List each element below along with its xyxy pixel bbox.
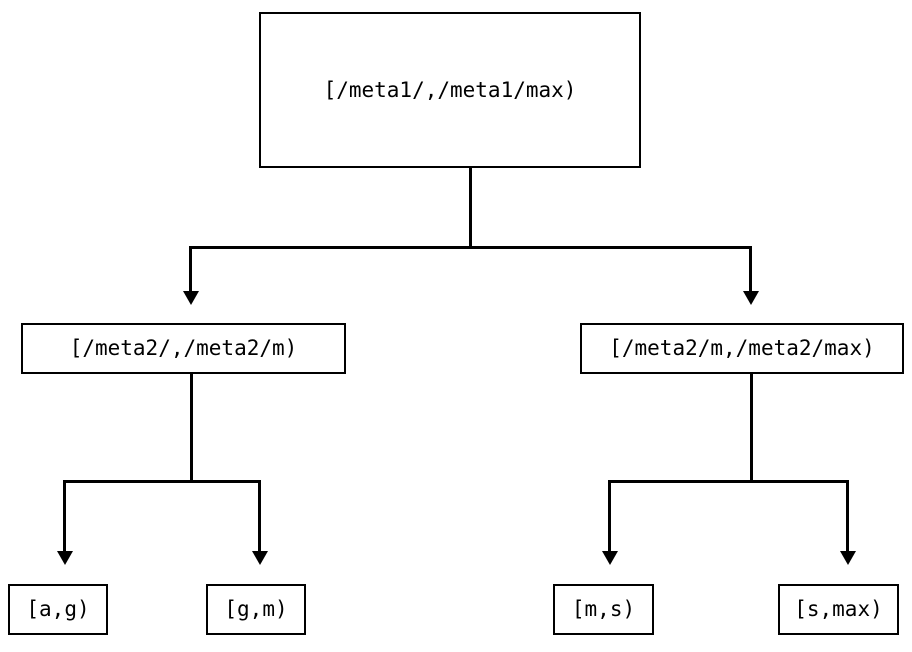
node-level2-right[interactable]: [/meta2/m,/meta2/max) [580,323,904,374]
edge-root-crossbar [189,246,752,249]
edge-l2-left-crossbar [63,480,261,483]
arrowhead-l2-left [183,291,199,305]
node-leaf-s-max-label: [s,max) [794,597,883,621]
edge-root-stem [469,168,472,248]
node-level2-left[interactable]: [/meta2/,/meta2/m) [21,323,346,374]
node-leaf-m-s-label: [m,s) [571,597,636,621]
node-root-label: [/meta1/,/meta1/max) [323,77,577,102]
node-leaf-g-m[interactable]: [g,m) [206,584,306,635]
edge-l2-right-to-ms-drop [608,480,611,552]
arrowhead-leaf-gm [252,551,268,565]
node-leaf-g-m-label: [g,m) [224,597,288,621]
arrowhead-l2-right [743,291,759,305]
edge-l2-left-stem [190,374,193,482]
node-leaf-m-s[interactable]: [m,s) [553,584,654,635]
edge-l2-right-crossbar [608,480,849,483]
edge-root-to-l2-left-drop [189,246,192,292]
arrowhead-leaf-ag [57,551,73,565]
node-leaf-s-max[interactable]: [s,max) [778,584,899,635]
edge-l2-left-to-gm-drop [258,480,261,552]
arrowhead-leaf-ms [602,551,618,565]
node-level2-right-label: [/meta2/m,/meta2/max) [609,336,875,360]
node-leaf-a-g[interactable]: [a,g) [8,584,108,635]
node-level2-left-label: [/meta2/,/meta2/m) [69,336,298,360]
arrowhead-leaf-smax [840,551,856,565]
edge-l2-right-stem [750,374,753,482]
edge-l2-left-to-ag-drop [63,480,66,552]
edge-root-to-l2-right-drop [749,246,752,292]
edge-l2-right-to-smax-drop [846,480,849,552]
node-root[interactable]: [/meta1/,/meta1/max) [259,12,641,168]
node-leaf-a-g-label: [a,g) [26,597,90,621]
